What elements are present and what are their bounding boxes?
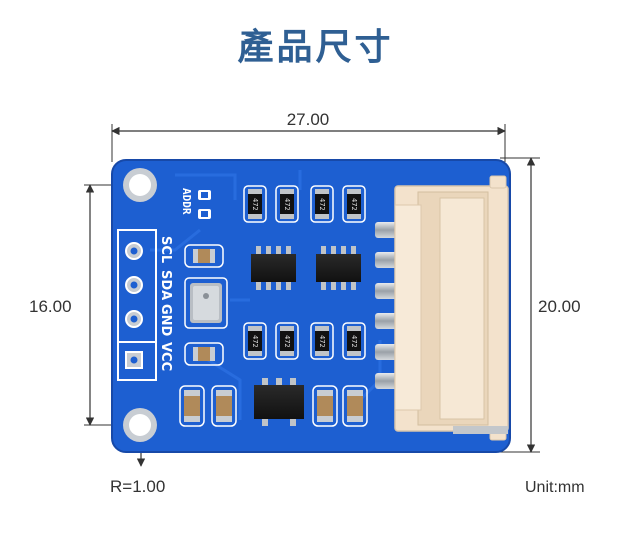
capacitors-left (184, 244, 224, 366)
width-dimension: 27.00 (111, 110, 506, 162)
sensor-chip (184, 277, 228, 329)
pin-label-gnd: GND (158, 304, 173, 337)
radius-label: R=1.00 (110, 477, 165, 496)
pin-label-sda: SDA (158, 270, 173, 300)
resistor-marking: 472 (251, 198, 259, 211)
pin-label-vcc: VCC (158, 342, 173, 371)
width-label: 27.00 (287, 110, 330, 129)
resistor-marking: 472 (350, 335, 358, 348)
resistor-marking: 472 (251, 335, 259, 348)
page-title: 產品尺寸 (237, 27, 394, 68)
pin-labels: SCL SDA GND VCC (158, 236, 173, 371)
mounting-hole-top (123, 168, 157, 202)
resistor-marking: 472 (283, 198, 291, 211)
pin-label-scl: SCL (158, 236, 173, 263)
ic-right (316, 246, 361, 290)
resistor-marking: 472 (318, 335, 326, 348)
addr-jumper-pads (198, 190, 211, 219)
hole-spacing-label: 16.00 (29, 297, 72, 316)
pin-header (117, 229, 157, 381)
ic-left (251, 246, 296, 290)
unit-label: Unit:mm (525, 479, 585, 496)
height-dimension: 20.00 (500, 157, 581, 453)
resistors-middle: 472 472 472 472 (243, 322, 366, 360)
resistor-marking: 472 (318, 198, 326, 211)
resistors-top: 472 472 472 472 (243, 185, 366, 223)
resistor-marking: 472 (283, 335, 291, 348)
voltage-regulator (254, 378, 304, 426)
addr-silkscreen: ADDR (180, 188, 193, 215)
height-label: 20.00 (538, 297, 581, 316)
mounting-hole-bottom (123, 408, 157, 442)
jst-connector (375, 175, 509, 441)
resistor-marking: 472 (350, 198, 358, 211)
capacitors-bottom (179, 385, 368, 427)
hole-spacing-dimension: 16.00 (29, 184, 140, 426)
